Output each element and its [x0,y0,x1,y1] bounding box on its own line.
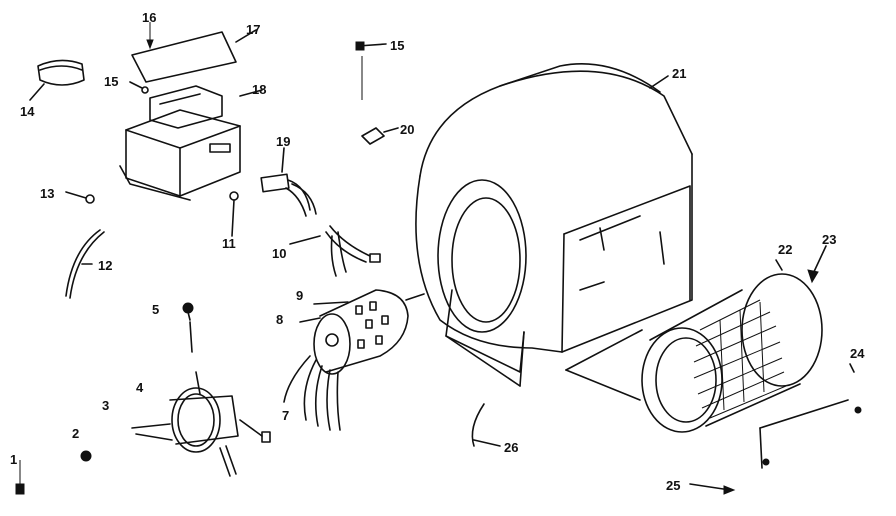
part-24-cover-plate [759,363,862,469]
part-11-screw [229,191,239,237]
part-10-wiring-harness [289,225,381,277]
callout-21: 21 [672,66,686,81]
part-25-arrow [689,483,736,495]
callout-labels: 1 2 3 4 5 7 8 9 10 11 12 13 14 15 16 17 … [10,10,865,493]
callout-23: 23 [822,232,836,247]
part-22-blower-wheel [641,259,823,433]
part-23-arrow [807,245,827,284]
callout-20: 20 [400,122,414,137]
callout-14: 14 [20,104,35,119]
motor-mount-bracket [131,321,271,477]
callout-8: 8 [276,312,283,327]
part-14-cover [29,59,85,101]
callout-19: 19 [276,134,290,149]
part-5-bolt [182,302,194,321]
part-21-blower-housing [415,63,693,401]
part-2-nut [80,450,92,462]
callout-3: 3 [102,398,109,413]
callout-22: 22 [778,242,792,257]
part-18-control-box [119,81,263,201]
part-20-clip [361,127,399,145]
callout-16: 16 [142,10,156,25]
part-19-connector [260,147,317,217]
callout-4: 4 [136,380,144,395]
part-13-screw [65,191,95,204]
callout-24: 24 [850,346,865,361]
part-1-bolt [15,460,25,495]
part-8-motor [283,289,425,431]
callout-25: 25 [666,478,680,493]
callout-12: 12 [98,258,112,273]
callout-5: 5 [152,302,159,317]
callout-2: 2 [72,426,79,441]
part-15-screw-top [355,41,387,100]
callout-11: 11 [222,236,236,251]
callout-1: 1 [10,452,17,467]
callout-18: 18 [252,82,266,97]
callout-13: 13 [40,186,54,201]
callout-9: 9 [296,288,303,303]
callout-15-top: 15 [390,38,404,53]
callout-7: 7 [282,408,289,423]
callout-15-left: 15 [104,74,118,89]
callout-10: 10 [272,246,286,261]
part-12-wire [65,229,105,299]
callout-26: 26 [504,440,518,455]
callout-17: 17 [246,22,260,37]
part-26-line [471,403,501,447]
part-17-plate [131,22,257,83]
